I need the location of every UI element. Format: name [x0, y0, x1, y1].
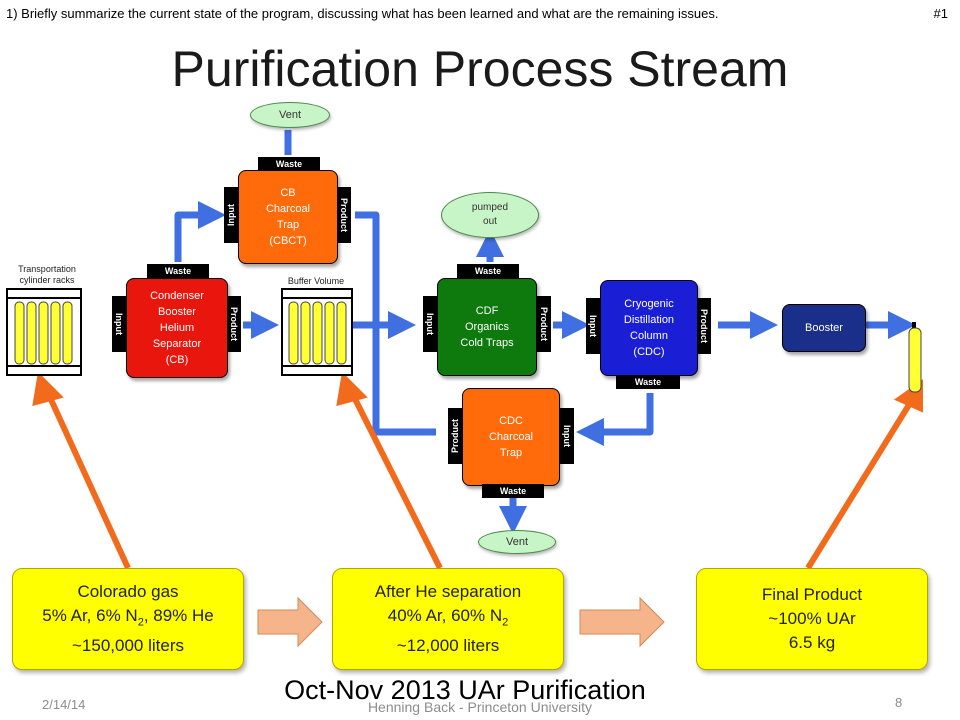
footer-date: 2/14/14	[42, 697, 86, 712]
flow-arrow-1	[257, 596, 323, 648]
cdctrap-product-port: Product	[448, 408, 462, 464]
vent-bottom-bubble: Vent	[478, 530, 556, 554]
cdctrap-waste-port: Waste	[482, 484, 544, 498]
slide-title: Purification Process Stream	[171, 41, 789, 97]
flow-arrow-2	[579, 596, 665, 648]
slide-tag: #1	[933, 6, 948, 21]
question-text: 1) Briefly summarize the current state o…	[6, 6, 719, 21]
cb-product-port: Product	[227, 296, 241, 352]
cdf-waste-port: Waste	[457, 264, 519, 278]
transport-cylinder-rack	[6, 288, 82, 376]
pipe-cbct-to-cdf	[355, 211, 416, 339]
transport-racks-label: Transportation cylinder racks	[18, 264, 76, 285]
buffer-volume-rack	[281, 288, 353, 376]
booster-unit: Booster	[782, 304, 866, 352]
footer-author: Henning Back - Princeton University	[367, 699, 593, 715]
cdc-waste-port: Waste	[616, 375, 680, 389]
buffer-volume-label: Buffer Volume	[287, 276, 345, 286]
pumped-out-bubble: pumped out	[441, 192, 539, 238]
vent-top-bubble: Vent	[250, 102, 330, 128]
stage-colorado-gas: Colorado gas 5% Ar, 6% N2, 89% He ~150,0…	[12, 568, 244, 670]
cbct-product-port: Product	[337, 187, 351, 243]
final-product-cylinder	[908, 322, 924, 394]
cdf-product-port: Product	[537, 296, 551, 352]
cdc-product-port: Product	[697, 298, 711, 354]
cdctrap-input-port: Input	[560, 408, 574, 464]
arrow-colorado-to-rack	[45, 391, 131, 570]
cbct-waste-port: Waste	[258, 157, 320, 171]
pipe-cb-to-cbct	[174, 201, 226, 262]
footer-page-number: 8	[895, 695, 903, 710]
arrow-final-to-cylinder	[805, 398, 915, 570]
cdc-input-port: Input	[586, 298, 600, 354]
cbct-input-port: Input	[224, 187, 238, 243]
arrow-afterhe-to-buffer	[349, 391, 443, 570]
pipe-to-cdc-trap	[372, 325, 436, 436]
cb-input-port: Input	[112, 296, 126, 352]
cdf-input-port: Input	[423, 296, 437, 352]
cb-waste-port: Waste	[147, 264, 209, 278]
stage-final-product: Final Product ~100% UAr 6.5 kg	[696, 568, 928, 670]
slide-subtitle: Oct-Nov 2013 UAr Purification	[284, 675, 646, 705]
pipe-cdc-waste-to-trap	[576, 393, 654, 446]
stage-after-he-separation: After He separation 40% Ar, 60% N2 ~12,0…	[332, 568, 564, 670]
